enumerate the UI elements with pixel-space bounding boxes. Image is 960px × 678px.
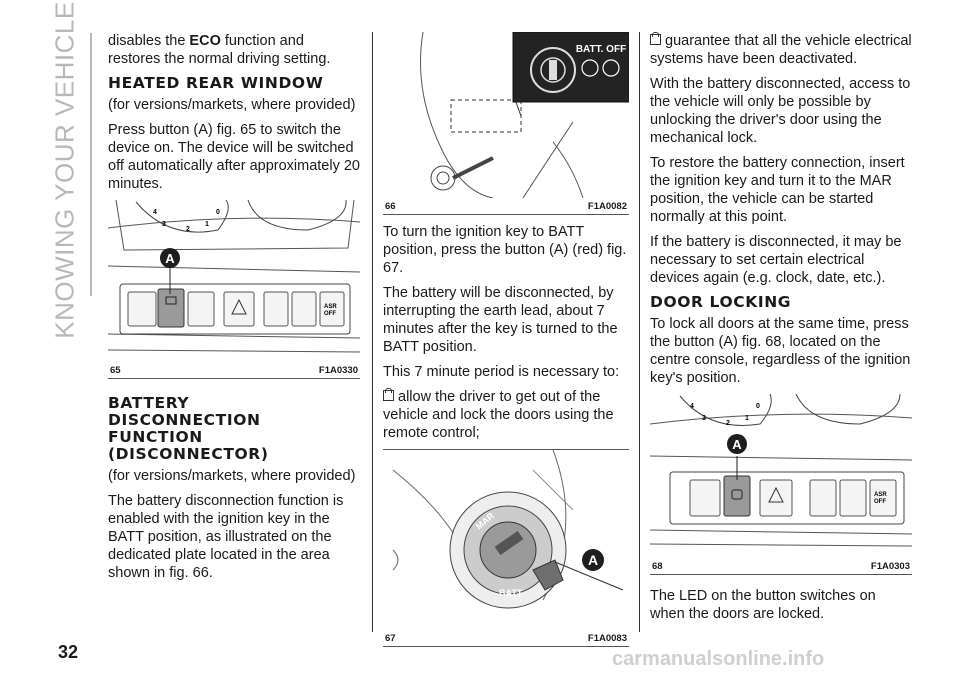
svg-text:3: 3 [162, 221, 166, 228]
svg-text:OFF: OFF [324, 311, 336, 317]
svg-text:A: A [732, 437, 742, 452]
heading-battery-disconnection: BATTERY DISCONNECTION FUNCTION (DISCONNE… [108, 394, 269, 463]
intro-paragraph: disables the ECO function and restores t… [108, 33, 331, 67]
paragraph: To turn the ignition key to BATT positio… [383, 224, 627, 276]
svg-text:A: A [588, 552, 598, 568]
svg-text:BATT: BATT [499, 588, 523, 598]
dashboard-buttons-illustration: 4 3 2 1 0 ASR OFF A [650, 394, 912, 547]
paragraph: The battery will be disconnected, by int… [383, 285, 618, 355]
paragraph: The LED on the button switches on when t… [650, 588, 876, 622]
paragraph: To restore the battery connection, inser… [650, 155, 905, 225]
svg-text:0: 0 [216, 209, 220, 216]
svg-text:A: A [165, 251, 175, 266]
svg-text:ASR: ASR [874, 492, 887, 498]
bullet-icon [383, 388, 394, 401]
ignition-key-illustration: MAR BATT A [392, 450, 624, 609]
section-title: KNOWING YOUR VEHICLE [49, 1, 80, 339]
svg-text:ASR: ASR [324, 304, 337, 310]
column-3: guarantee that all the vehicle electrica… [650, 32, 912, 630]
svg-text:BATT. OFF: BATT. OFF [576, 44, 626, 55]
heading-door-locking: DOOR LOCKING [650, 293, 792, 311]
paragraph: To lock all doors at the same time, pres… [650, 316, 911, 386]
svg-text:4: 4 [690, 403, 694, 410]
svg-text:0: 0 [756, 403, 760, 410]
column-1: disables the ECO function and restores t… [108, 32, 360, 589]
svg-text:2: 2 [726, 420, 730, 427]
callout-a [582, 549, 604, 571]
svg-text:1: 1 [205, 221, 209, 228]
paragraph: With the battery disconnected, access to… [650, 76, 911, 146]
paragraph: (for versions/markets, where provided) [108, 468, 356, 484]
bullet-item: allow the driver to get out of the vehic… [383, 388, 614, 441]
svg-text:3: 3 [702, 415, 706, 422]
watermark: carmanualsonline.info [612, 648, 825, 670]
paragraph: The battery disconnection function is en… [108, 493, 344, 581]
sidebar-divider [90, 33, 92, 296]
page-number: 32 [58, 642, 79, 662]
svg-text:1: 1 [745, 415, 749, 422]
column-divider [372, 32, 373, 632]
dashboard-buttons-illustration: 4 3 2 1 0 ASR OFF A [108, 200, 360, 353]
callout-a [160, 248, 180, 268]
bullet-icon [650, 32, 661, 45]
heading-heated-rear-window: HEATED REAR WINDOW [108, 74, 324, 92]
paragraph: (for versions/markets, where provided) [108, 97, 356, 113]
paragraph: If the battery is disconnected, it may b… [650, 234, 902, 286]
svg-text:4: 4 [153, 209, 157, 216]
svg-text:2: 2 [186, 226, 190, 233]
paragraph: This 7 minute period is necessary to: [383, 364, 620, 380]
bullet-item: guarantee that all the vehicle electrica… [650, 32, 912, 67]
column-divider [639, 32, 640, 632]
paragraph: Press button (A) fig. 65 to switch the d… [108, 122, 361, 192]
ignition-area-illustration: BATT. OFF [420, 32, 629, 198]
callout-a [727, 434, 747, 454]
svg-text:OFF: OFF [874, 499, 886, 505]
